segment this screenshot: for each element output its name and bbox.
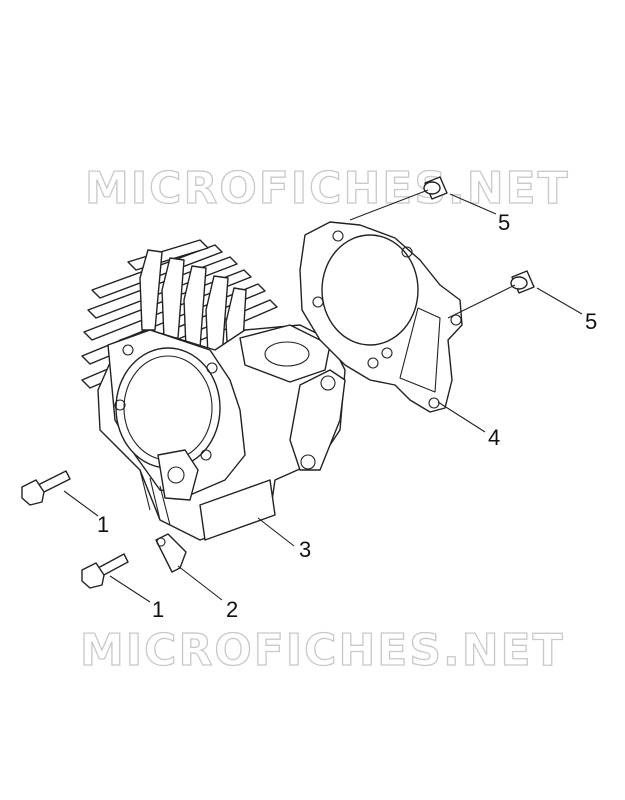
callout-3: 3: [299, 537, 311, 562]
callout-5-upper: 5: [498, 210, 510, 235]
watermark-bottom: MICROFICHES.NET: [80, 625, 565, 676]
callout-1-lower: 1: [152, 597, 164, 622]
callout-5-lower: 5: [585, 309, 597, 334]
dowel-pin-lower: [510, 270, 535, 294]
intake-port: [239, 324, 331, 383]
watermark-top: MICROFICHES.NET: [85, 163, 570, 214]
cylinder-gasket: [299, 221, 463, 413]
callout-1-upper: 1: [97, 512, 109, 537]
bolt-lower: [81, 553, 129, 589]
cylinder-block: [81, 239, 346, 541]
gasket-bore: [321, 234, 419, 346]
callout-2: 2: [226, 597, 238, 622]
callout-4: 4: [488, 425, 500, 450]
hose-clip: [155, 533, 187, 573]
cooling-fins: [81, 239, 278, 389]
dowel-pin-upper: [423, 176, 448, 200]
leader-lines: [63, 189, 583, 603]
bolt-upper: [21, 470, 71, 506]
